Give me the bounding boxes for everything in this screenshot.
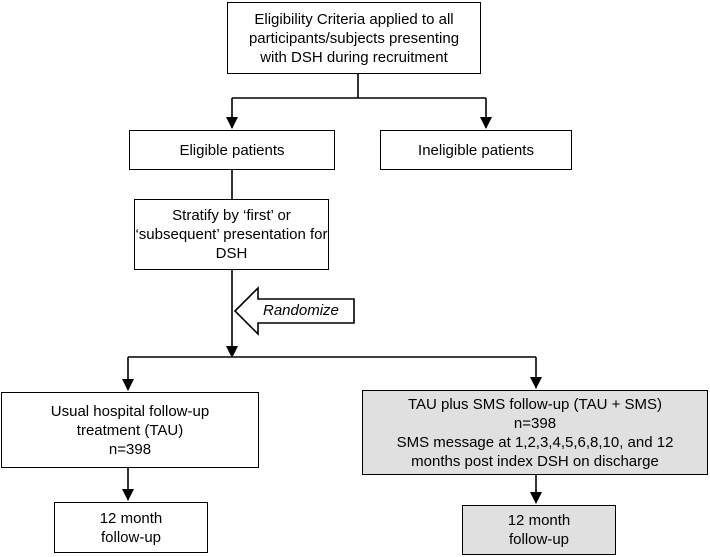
followup-right-line-2: follow-up [508,531,570,548]
eligible-patients-label: Eligible patients [179,141,285,159]
eligibility-line-2: participants/subjects presenting [248,29,460,47]
sms-line-3: SMS message at 1,2,3,4,5,6,8,10, and 12 [396,433,674,451]
tau-line-2: treatment (TAU) [76,421,184,439]
stratify-line-3: DSH [215,245,248,262]
followup-right-line-1: 12 month [507,512,571,529]
followup-left-line-1: 12 month [99,509,163,527]
sms-line-4: months post index DSH on discharge [411,452,659,470]
eligibility-criteria-box: Eligibility Criteria applied to all part… [227,2,481,74]
eligible-patients-box: Eligible patients [129,130,335,170]
stratify-box: Stratify by ‘first’ or ‘subsequent’ pres… [134,199,329,270]
stratify-line-2: ‘subsequent’ presentation for [135,226,328,243]
tau-line-1: Usual hospital follow-up [50,402,210,420]
ineligible-patients-box: Ineligible patients [380,130,572,170]
randomize-label: Randomize [263,302,339,319]
tau-line-3: n=398 [108,440,152,458]
ineligible-patients-label: Ineligible patients [418,141,534,159]
eligibility-line-3: with DSH during recruitment [260,48,448,66]
randomize-arrow-shape [233,286,355,336]
followup-left-line-2: follow-up [100,528,162,546]
sms-line-2: n=398 [513,414,557,432]
stratify-line-1: Stratify by ‘first’ or [172,207,291,224]
tau-sms-arm-box: TAU plus SMS follow-up (TAU + SMS) n=398… [362,390,708,475]
sms-line-1: TAU plus SMS follow-up (TAU + SMS) [407,395,663,413]
eligibility-line-1: Eligibility Criteria applied to all [254,10,454,28]
followup-right-box: 12 month follow-up [462,505,616,555]
tau-arm-box: Usual hospital follow-up treatment (TAU)… [1,392,259,468]
followup-left-box: 12 month follow-up [54,502,208,553]
